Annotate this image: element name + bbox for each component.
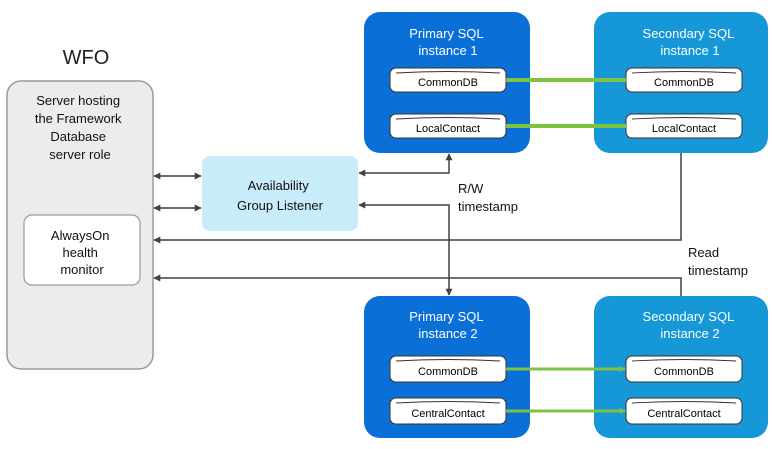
listener-primary1-connector <box>358 153 453 177</box>
svg-text:CommonDB: CommonDB <box>418 77 478 89</box>
database-cylinder: CommonDB <box>389 355 507 383</box>
database-cylinder: LocalContact <box>389 113 507 139</box>
primary-instance-2-title: Primary SQL instance 2 <box>409 309 487 341</box>
alwayson-monitor-box <box>23 214 141 286</box>
secondary-instance-2-title: Secondary SQL instance 2 <box>643 309 738 341</box>
wfo-server-label: Server hosting the Framework Database se… <box>35 93 125 162</box>
read-timestamp-connector-2 <box>153 274 682 296</box>
listener-label: Availability Group Listener <box>237 178 324 213</box>
svg-text:CommonDB: CommonDB <box>654 77 714 89</box>
read-timestamp-label: Read timestamp <box>688 245 748 278</box>
svg-text:LocalContact: LocalContact <box>652 123 716 135</box>
svg-text:CentralContact: CentralContact <box>647 408 720 420</box>
database-cylinder: CommonDB <box>389 67 507 93</box>
svg-text:LocalContact: LocalContact <box>416 123 480 135</box>
database-cylinder: CentralContact <box>389 397 507 425</box>
wfo-title: WFO <box>63 47 110 69</box>
alwayson-monitor-label: AlwaysOn health monitor <box>51 228 113 277</box>
read-timestamp-connector-1 <box>153 153 682 244</box>
rw-timestamp-label: R/W timestamp <box>458 181 518 214</box>
listener-box <box>202 156 358 231</box>
database-cylinder: CommonDB <box>625 67 743 93</box>
svg-text:CommonDB: CommonDB <box>654 366 714 378</box>
secondary-instance-1-title: Secondary SQL instance 1 <box>643 26 738 58</box>
database-cylinder: CommonDB <box>625 355 743 383</box>
database-cylinder: LocalContact <box>625 113 743 139</box>
svg-text:CentralContact: CentralContact <box>411 408 484 420</box>
database-cylinder: CentralContact <box>625 397 743 425</box>
svg-text:CommonDB: CommonDB <box>418 366 478 378</box>
primary-instance-1-title: Primary SQL instance 1 <box>409 26 487 58</box>
listener-primary2-connector <box>358 201 453 296</box>
